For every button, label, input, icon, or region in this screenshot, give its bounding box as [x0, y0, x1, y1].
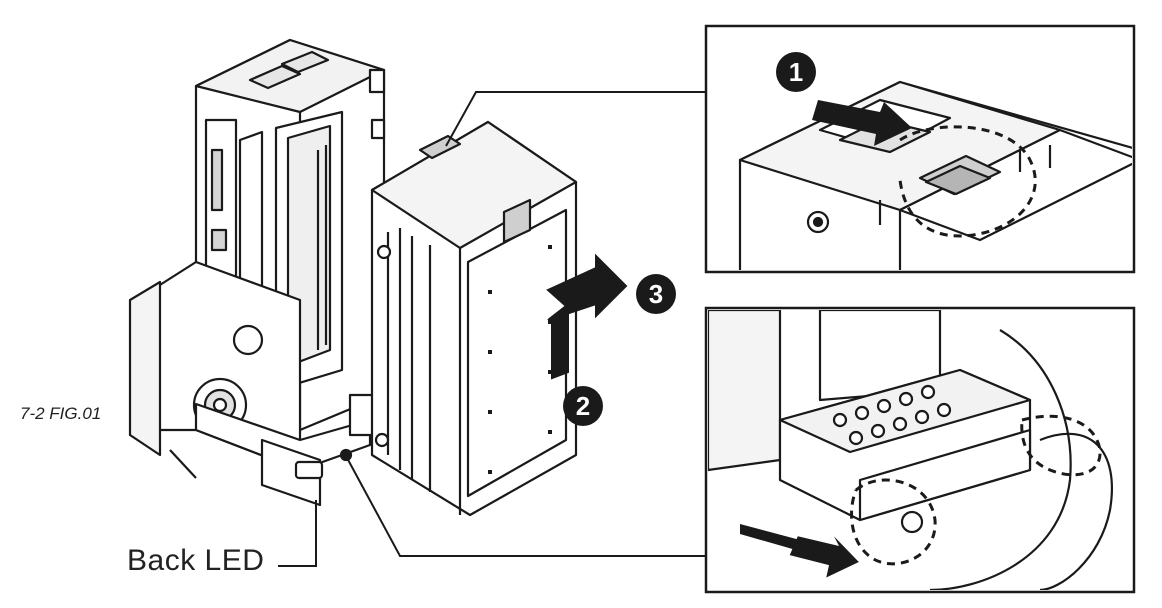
figure-label: 7-2 FIG.01 — [20, 404, 102, 423]
step-arrows — [546, 253, 628, 380]
main-unit-drawing — [128, 38, 386, 507]
step-marker-1: 1 — [776, 52, 816, 92]
pull-arrow — [789, 536, 859, 578]
detail-panel-latch: 1 — [704, 24, 1136, 274]
back-led-label: Back LED — [127, 544, 265, 577]
pull-arrow-tail — [740, 524, 800, 550]
step-3-number: 3 — [649, 279, 663, 309]
step-1-number: 1 — [789, 57, 803, 87]
push-arrow — [812, 100, 912, 146]
detail-panel-slide — [704, 306, 1136, 594]
step-marker-3: 3 — [636, 274, 676, 314]
cassette-drawing — [370, 120, 578, 517]
step-marker-2: 2 — [563, 386, 603, 426]
step-2-number: 2 — [576, 391, 590, 421]
leader-lines — [278, 91, 706, 567]
